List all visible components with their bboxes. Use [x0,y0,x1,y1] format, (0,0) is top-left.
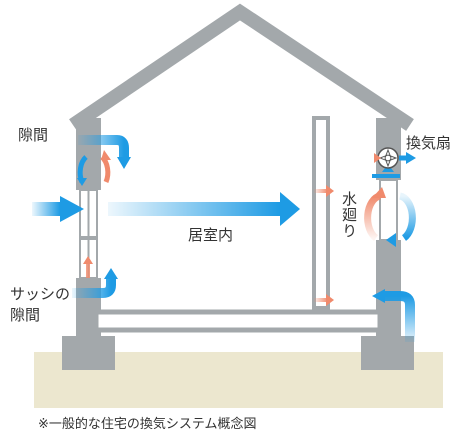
top-gap-flow [77,135,131,186]
sash-gap-flow [72,256,118,298]
living-room-label: 居室内 [188,226,234,244]
left-wall [62,118,115,370]
interior-flow-arrow [108,192,300,226]
partition-flow [314,185,334,306]
wet-area-label: 水廻り [340,191,358,239]
vent-fan-label: 換気扇 [406,134,452,152]
floor-inlet-flow [372,289,415,342]
sash-gap-label-line1: サッシの [10,285,71,303]
caption: ※一般的な住宅の換気システム概念図 [38,417,257,432]
sash-gap-label-line2: 隙間 [10,306,41,324]
interior-partition [312,116,330,310]
wet-area-flow [364,164,416,247]
floor [93,309,383,333]
gap-top-label: 隙間 [18,126,49,144]
inlet-arrow [32,196,84,222]
roof [69,3,414,131]
vent-fan-icon [364,147,416,169]
